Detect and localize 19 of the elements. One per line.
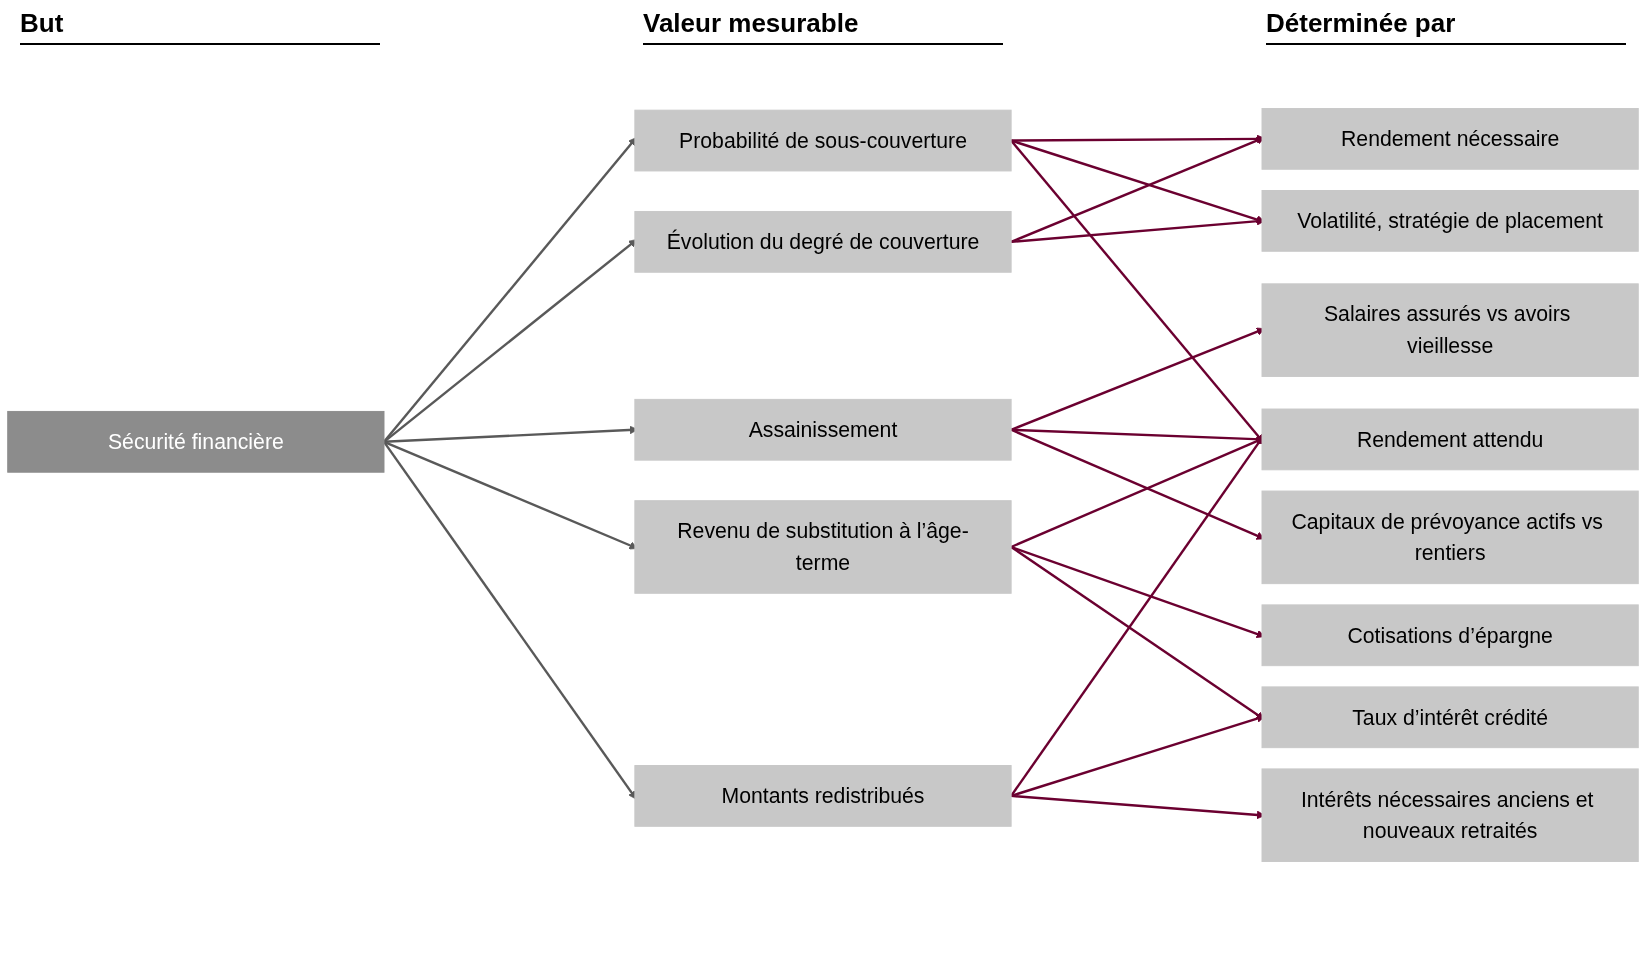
column-heading: Déterminée par — [1266, 8, 1626, 45]
column-heading: Valeur mesurable — [643, 8, 1003, 45]
node-box: Assainissement — [634, 398, 1012, 461]
node-box: Rendement nécessaire — [1261, 108, 1639, 170]
arrow — [1010, 435, 1264, 797]
node-box: Capitaux de prévoyance actifs vs rentiers — [1261, 490, 1639, 585]
node-box: Montants redistribués — [634, 765, 1012, 827]
node-box: Salaires assurés vs avoirs vieillesse — [1261, 283, 1639, 377]
node-box: Probabilité de sous-couverture — [634, 109, 1012, 172]
node-box: Taux d’intérêt crédité — [1261, 686, 1639, 749]
node-box: Intérêts nécessaires anciens et nouveaux retraités — [1261, 768, 1639, 862]
node-box: Sécurité financière — [7, 410, 385, 473]
node-box: Cotisations d’épargne — [1261, 604, 1639, 667]
node-box: Rendement attendu — [1261, 408, 1639, 471]
node-box: Évolution du degré de couverture — [634, 211, 1012, 273]
column-heading: But — [20, 8, 380, 45]
node-box: Revenu de substitution à l’âge-terme — [634, 500, 1012, 594]
arrow — [1010, 139, 1264, 443]
node-box: Volatilité, stratégie de placement — [1261, 190, 1639, 252]
